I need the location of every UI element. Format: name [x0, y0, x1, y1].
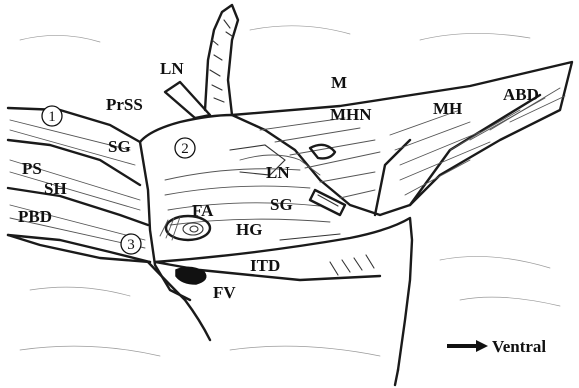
- label-hg: HG: [236, 220, 262, 239]
- background-texture: [20, 26, 560, 356]
- label-m: M: [331, 73, 347, 92]
- label-abd: ABD: [503, 85, 539, 104]
- facial-vein: [148, 262, 210, 340]
- circle-marker-3: 3: [121, 234, 141, 254]
- label-sh: SH: [44, 179, 67, 198]
- label-ps: PS: [22, 159, 42, 178]
- label-itd: ITD: [250, 256, 280, 275]
- label-mh: MH: [433, 99, 462, 118]
- right-arrow-icon: [447, 340, 488, 352]
- circle-2-text: 2: [181, 141, 189, 157]
- ventral-direction-indicator: Ventral: [447, 337, 546, 356]
- label-ln-top: LN: [160, 59, 184, 78]
- label-prss: PrSS: [106, 95, 143, 114]
- circle-marker-2: 2: [175, 138, 195, 158]
- facial-vein-lumen: [176, 267, 206, 284]
- ventral-label: Ventral: [492, 337, 546, 356]
- label-sg-left: SG: [108, 137, 131, 156]
- circle-1-text: 1: [48, 109, 56, 125]
- label-ln-mid: LN: [266, 163, 290, 182]
- circle-marker-1: 1: [42, 106, 62, 126]
- label-fv: FV: [213, 283, 236, 302]
- label-mhn: MHN: [330, 105, 372, 124]
- circle-3-text: 3: [127, 237, 135, 253]
- label-sg-mid: SG: [270, 195, 293, 214]
- label-pbd: PBD: [18, 207, 52, 226]
- label-fa: FA: [192, 201, 214, 220]
